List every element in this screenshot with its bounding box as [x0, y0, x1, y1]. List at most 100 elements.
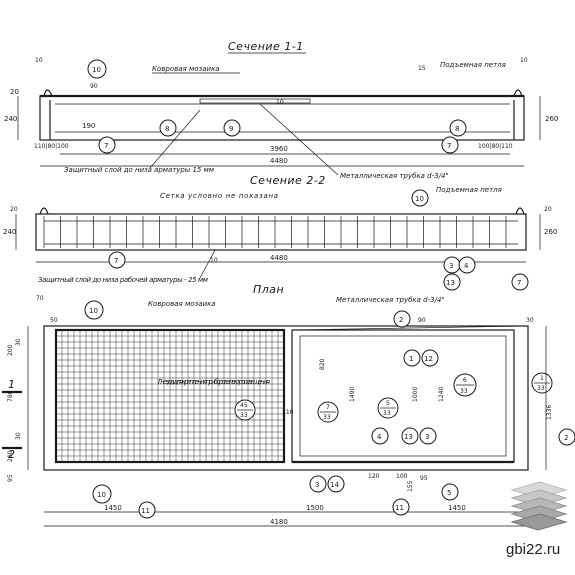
svg-text:7: 7: [104, 142, 108, 150]
section-1-title: Сечение 1-1: [228, 40, 304, 53]
dim-110: 110: [282, 409, 294, 416]
section-2-2: Сечение 2-2 Сетка условно не показана По…: [3, 174, 557, 291]
dim-15: 15: [418, 65, 426, 72]
mark-11-plan-right: 11: [392, 498, 410, 516]
section-marker-1: 1: [8, 378, 16, 391]
svg-text:6: 6: [463, 377, 467, 384]
dim-10-s2: 10: [210, 257, 218, 264]
dim-4480: 4480: [270, 157, 288, 165]
dim-90-plan: 90: [418, 317, 426, 324]
svg-text:3: 3: [315, 481, 319, 489]
svg-text:11: 11: [395, 504, 404, 512]
dim-4180: 4180: [270, 518, 288, 526]
mark-10-plan-bottom: 10: [92, 484, 112, 504]
svg-text:2: 2: [564, 434, 568, 442]
lifting-loop-left: [43, 89, 53, 97]
svg-text:7: 7: [114, 257, 118, 265]
plan-slab-outline: [43, 325, 529, 471]
svg-text:7: 7: [517, 279, 521, 287]
dim-70: 70: [36, 295, 44, 302]
dim-260-s2: 260: [544, 228, 557, 236]
lifting-loop-right: [513, 89, 523, 97]
dim-90: 90: [90, 83, 98, 90]
svg-text:5: 5: [386, 400, 390, 407]
dim-95-right: 95: [420, 475, 428, 482]
dim-1336: 1336: [546, 405, 553, 420]
section-1-tube-label: Металлическая трубка d-3/4": [340, 172, 449, 180]
plan-mosaic-label: Ковровая мозаика: [148, 300, 216, 308]
svg-text:7: 7: [447, 142, 451, 150]
dim-1490: 1490: [349, 387, 356, 402]
dim-260: 260: [545, 115, 558, 123]
dim-155: 155: [407, 480, 414, 492]
dim-120: 120: [368, 473, 380, 480]
dim-1000: 1000: [412, 387, 419, 402]
svg-text:33: 33: [537, 385, 545, 392]
dim-200-left: 200: [7, 344, 14, 356]
svg-text:5: 5: [447, 489, 451, 497]
mark-2-plan-top: 2: [393, 310, 411, 328]
mark-1-plan: 1: [403, 349, 421, 367]
svg-text:14: 14: [330, 481, 339, 489]
mark-7-s1-right: 7: [441, 136, 459, 154]
svg-text:10: 10: [97, 491, 106, 499]
section-2-slab-outline: [35, 213, 527, 251]
mosaic-grid: [55, 329, 285, 463]
svg-text:33: 33: [323, 414, 331, 421]
dim-4480-s2: 4480: [270, 254, 288, 262]
svg-text:2: 2: [399, 316, 403, 324]
plan-view: План Ковровая мозаика Металлическая труб…: [2, 283, 575, 527]
section-1-loop-label: Подъемная петля: [440, 61, 506, 69]
mark-9-s1: 9: [223, 119, 241, 137]
svg-text:11: 11: [141, 507, 150, 515]
svg-text:1: 1: [409, 355, 413, 363]
svg-text:13: 13: [404, 433, 413, 441]
mark-2-plan-bottom: 2: [558, 428, 575, 446]
metal-tube: [199, 98, 311, 104]
svg-text:10: 10: [92, 66, 101, 74]
dim-10-left: 10: [35, 57, 43, 64]
svg-text:10: 10: [415, 195, 424, 203]
section-2-protective-label: Защитный слой до низа рабочей арматуры -…: [38, 276, 209, 284]
section-2-title: Сечение 2-2: [250, 174, 326, 187]
mark-3-s2: 3: [443, 256, 461, 274]
section-marker-2: 2: [8, 448, 16, 461]
section-2-stirrups: [43, 216, 507, 248]
plan-tube-label: Металлическая трубка d-3/4": [336, 296, 445, 304]
mark-5-plan: 5: [441, 483, 459, 501]
svg-text:33: 33: [383, 410, 391, 417]
mark-10-s1: 10: [87, 59, 107, 79]
fraction-5-33: 533: [377, 397, 399, 419]
svg-text:3: 3: [449, 262, 453, 270]
dim-20: 20: [10, 88, 19, 96]
mark-8-s1-right: 8: [449, 119, 467, 137]
svg-text:3: 3: [425, 433, 429, 441]
dim-50: 50: [50, 317, 58, 324]
svg-text:8: 8: [165, 125, 169, 133]
mark-13-plan: 13: [401, 427, 419, 445]
mark-10-s2: 10: [411, 189, 429, 207]
watermark: gbi22.ru: [506, 481, 568, 558]
mark-4-s2: 4: [458, 256, 476, 274]
svg-text:12: 12: [424, 355, 433, 363]
svg-text:33: 33: [460, 388, 468, 395]
dim-10-right: 10: [520, 57, 528, 64]
svg-text:45: 45: [240, 402, 248, 409]
mark-3-plan-b: 3: [309, 475, 327, 493]
svg-text:8: 8: [455, 125, 459, 133]
dim-110-90: 110|80|100: [34, 143, 69, 150]
dim-240-s2: 240: [3, 228, 16, 236]
dim-30-left: 30: [15, 338, 22, 346]
section-2-mesh-label: Сетка условно не показана: [160, 192, 278, 200]
dim-1450-right: 1450: [448, 504, 466, 512]
mark-7-s1-left: 7: [98, 136, 116, 154]
section-1-protective-label: Защитный слой до низа арматуры 15 мм: [64, 166, 215, 174]
watermark-text: gbi22.ru: [506, 541, 560, 558]
fraction-7-33: 733: [317, 401, 339, 423]
dim-100-80: 100|80|110: [478, 143, 513, 150]
plan-title: План: [253, 283, 284, 296]
mark-7-s2-right: 7: [511, 273, 529, 291]
section-1-1: Сечение 1-1 Ковровая мозаика Подъемная п…: [4, 40, 558, 180]
watermark-logo-icon: [510, 481, 568, 531]
